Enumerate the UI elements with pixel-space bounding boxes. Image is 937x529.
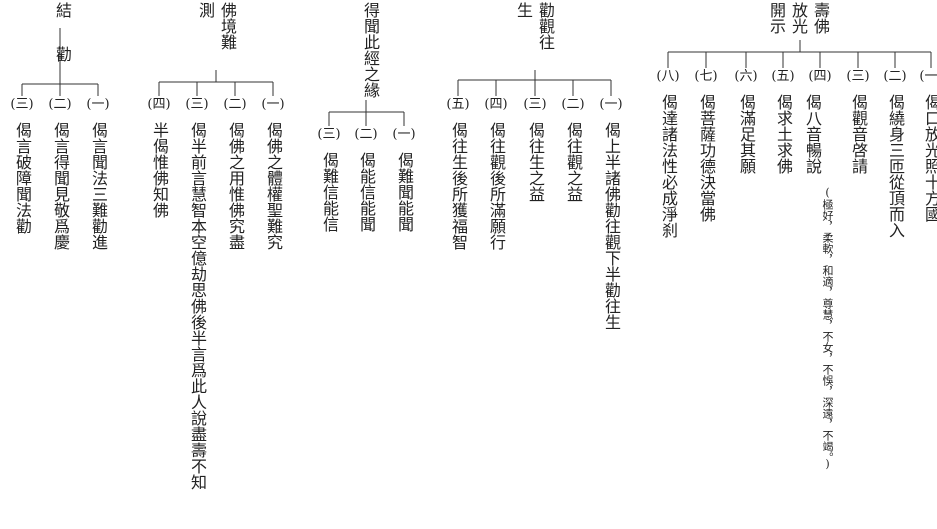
g1-header-col-1: 壽佛 <box>811 2 830 34</box>
g1-header-col-3: 開示 <box>767 2 786 34</box>
g2-item-5-number: (五) <box>446 97 470 112</box>
g1-item-7-number: (七) <box>694 69 718 84</box>
g2-item-4-number: (四) <box>484 97 508 112</box>
g1-item-8-number: (八) <box>656 69 680 84</box>
g1-item-5-number: (五) <box>771 69 795 84</box>
g5-item-1-number: (一) <box>86 97 110 112</box>
g1-item-7-text: 偈菩薩功德決當佛 <box>697 94 716 222</box>
g3-item-3-number: (三) <box>317 127 341 142</box>
g4-item-3-number: (三) <box>185 97 209 112</box>
g2-item-5-text: 偈往生後所獲福智 <box>449 122 468 250</box>
g3-header: 得聞此經之緣 <box>361 2 380 98</box>
g1-item-8-text: 偈達諸法性必成淨刹 <box>659 94 678 238</box>
g1-item-4-text: 偈八音暢說 <box>803 94 822 174</box>
g5-item-3-text: 偈言破障聞法勸 <box>13 122 32 234</box>
g3-item-3-text: 偈難信能信 <box>320 152 339 232</box>
g4-item-2-text: 偈佛之用惟佛究盡 <box>226 122 245 250</box>
g5-item-3-number: (三) <box>10 97 34 112</box>
g5-item-2-number: (二) <box>48 97 72 112</box>
g2-item-3-text: 偈往生之益 <box>526 122 545 202</box>
g4-header-col-2: 測 <box>196 2 215 18</box>
g3-item-1-text: 偈難聞能聞 <box>395 152 414 232</box>
g2-header-col-2: 生 <box>514 2 533 18</box>
g2-header-col-1: 勸觀往 <box>536 2 555 50</box>
g1-item-6-number: (六) <box>734 69 758 84</box>
g1-item-1-text: 偈口放光照十方國 <box>922 94 937 222</box>
g3-item-1-number: (一) <box>392 127 416 142</box>
g3-item-2-text: 偈能信能聞 <box>357 152 376 232</box>
g1-item-1-number: (一) <box>919 69 937 84</box>
g2-item-2-number: (二) <box>561 97 585 112</box>
g1-item-5-text: 偈求土求佛 <box>774 94 793 174</box>
g2-item-1-text: 偈上半諸佛勸往觀下半勸往生 <box>602 122 621 330</box>
g5-header-bottom: 勸 <box>53 46 72 62</box>
g3-item-2-number: (二) <box>354 127 378 142</box>
g1-item-3-text: 偈觀音啓請 <box>849 94 868 174</box>
g5-item-1-text: 偈言聞法三難勸進 <box>89 122 108 250</box>
g4-item-2-number: (二) <box>223 97 247 112</box>
g2-item-3-number: (三) <box>523 97 547 112</box>
g1-item-4-number: (四) <box>808 69 832 84</box>
g2-item-1-number: (一) <box>599 97 623 112</box>
g4-item-1-text: 偈佛之體權聖難究 <box>264 122 283 250</box>
g1-header-col-2: 放光 <box>789 2 808 34</box>
g5-item-2-text: 偈言得聞見敬爲慶 <box>51 122 70 250</box>
g4-header-col-1: 佛境難 <box>218 2 237 50</box>
g4-item-4-text: 半偈惟佛知佛 <box>150 122 169 218</box>
g4-item-3-text: 偈半前言慧智本空億劫思佛後半言爲此人說盡壽不知 <box>188 122 207 490</box>
g4-item-1-number: (一) <box>261 97 285 112</box>
g1-item-3-number: (三) <box>846 69 870 84</box>
g4-item-4-number: (四) <box>147 97 171 112</box>
g1-item-2-number: (二) <box>883 69 907 84</box>
g2-item-2-text: 偈往觀之益 <box>564 122 583 202</box>
g1-item-2-text: 偈繞身三匝從頂而入 <box>886 94 905 238</box>
g5-header-top: 結 <box>53 2 72 18</box>
g1-item-4-note: (極好，柔軟，和適，尊慧，不女，不悞，深遠，不竭。) <box>821 186 834 471</box>
g1-item-6-text: 偈滿足其願 <box>737 94 756 174</box>
g2-item-4-text: 偈往觀後所滿願行 <box>487 122 506 250</box>
